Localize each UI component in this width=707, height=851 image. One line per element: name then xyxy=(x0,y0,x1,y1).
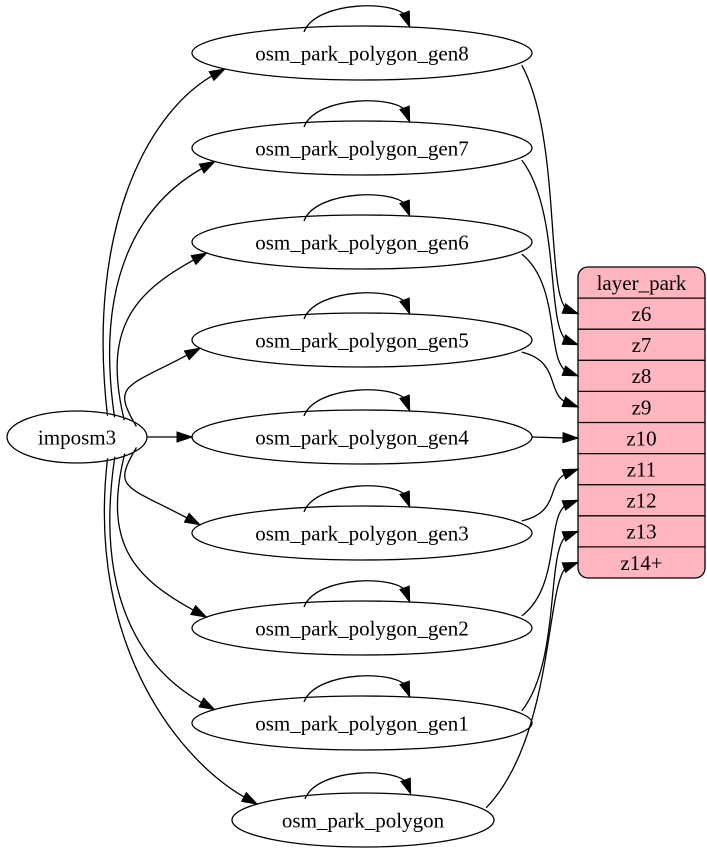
edge-osm_park_polygon_gen1-to-osm_park_polygon_gen1-arrowhead xyxy=(399,680,411,699)
node-label-osm_park_polygon_gen3: osm_park_polygon_gen3 xyxy=(255,521,468,545)
layer-table-row-z6: z6 xyxy=(632,302,652,326)
node-label-osm_park_polygon_gen8: osm_park_polygon_gen8 xyxy=(255,41,468,65)
node-label-osm_park_polygon_gen6: osm_park_polygon_gen6 xyxy=(255,230,468,254)
layer-table-row-z8: z8 xyxy=(632,364,652,388)
node-label-osm_park_polygon_gen5: osm_park_polygon_gen5 xyxy=(255,328,468,352)
edge-osm_park_polygon_gen2-to-layer_park-z12-arrowhead xyxy=(561,499,580,511)
edge-osm_park_polygon_gen7-to-osm_park_polygon_gen7-arrowhead xyxy=(399,105,411,124)
edge-osm_park_polygon_gen2-to-osm_park_polygon_gen2 xyxy=(303,580,407,608)
edge-osm_park_polygon_gen2-to-layer_park-z12 xyxy=(521,503,569,617)
edge-osm_park_polygon_gen8-to-osm_park_polygon_gen8-arrowhead xyxy=(399,10,411,29)
edge-osm_park_polygon_gen7-to-layer_park-z7 xyxy=(521,159,569,342)
edge-osm_park_polygon_gen1-to-osm_park_polygon_gen1 xyxy=(303,675,407,703)
edge-imposm3-to-osm_park_polygon_gen5-arrowhead xyxy=(183,347,202,361)
edge-imposm3-to-osm_park_polygon xyxy=(103,458,249,800)
node-label-osm_park_polygon_gen2: osm_park_polygon_gen2 xyxy=(255,616,468,640)
node-ellipse-osm_park_polygon xyxy=(231,792,495,848)
node-label-osm_park_polygon: osm_park_polygon xyxy=(282,808,445,832)
edge-osm_park_polygon_gen5-to-layer_park-z9-arrowhead xyxy=(561,396,580,408)
edge-osm_park_polygon_gen5-to-osm_park_polygon_gen5 xyxy=(303,292,407,320)
edge-imposm3-to-osm_park_polygon_gen1-arrowhead xyxy=(198,697,217,711)
edge-imposm3-to-osm_park_polygon_gen7-arrowhead xyxy=(198,160,217,174)
node-ellipse-osm_park_polygon_gen1 xyxy=(191,695,533,751)
edge-imposm3-to-osm_park_polygon-arrowhead xyxy=(240,791,259,805)
edge-osm_park_polygon_gen3-to-layer_park-z11 xyxy=(521,471,569,522)
edge-imposm3-to-osm_park_polygon_gen2 xyxy=(116,453,198,613)
node-label-osm_park_polygon_gen1: osm_park_polygon_gen1 xyxy=(255,711,468,735)
edge-osm_park_polygon_gen6-to-osm_park_polygon_gen6-arrowhead xyxy=(399,199,411,218)
edge-osm_park_polygon_gen5-to-layer_park-z9 xyxy=(521,351,569,405)
node-label-osm_park_polygon_gen7: osm_park_polygon_gen7 xyxy=(255,136,468,160)
edge-imposm3-to-osm_park_polygon_gen7 xyxy=(108,165,207,418)
edge-imposm3-to-osm_park_polygon_gen8-arrowhead xyxy=(208,68,227,82)
edge-imposm3-to-osm_park_polygon_gen5 xyxy=(124,352,192,427)
edge-osm_park_polygon-to-osm_park_polygon-arrowhead xyxy=(400,777,412,796)
layer-table-row-z10: z10 xyxy=(626,426,656,450)
edge-osm_park_polygon_gen1-to-layer_park-z13 xyxy=(521,534,569,712)
edge-imposm3-to-osm_park_polygon_gen3-arrowhead xyxy=(183,512,202,526)
layer-table-row-z11: z11 xyxy=(627,458,657,482)
edge-osm_park_polygon_gen2-to-osm_park_polygon_gen2-arrowhead xyxy=(399,585,411,604)
layer-table-title: layer_park xyxy=(597,271,687,295)
edge-osm_park_polygon_gen3-to-osm_park_polygon_gen3-arrowhead xyxy=(399,490,411,509)
edge-imposm3-to-osm_park_polygon_gen3 xyxy=(124,447,192,521)
node-ellipse-osm_park_polygon_gen7 xyxy=(191,120,533,176)
layer-table-row-z14+: z14+ xyxy=(620,551,662,575)
edge-osm_park_polygon_gen4-to-osm_park_polygon_gen4-arrowhead xyxy=(399,394,411,413)
edge-osm_park_polygon_gen4-to-layer_park-z10 xyxy=(531,436,568,439)
node-ellipse-osm_park_polygon_gen5 xyxy=(191,312,533,368)
edge-osm_park_polygon_gen4-to-layer_park-z10-arrowhead xyxy=(562,432,580,444)
node-label-imposm3: imposm3 xyxy=(38,425,116,449)
edge-osm_park_polygon_gen6-to-layer_park-z8-arrowhead xyxy=(561,365,580,377)
node-label-osm_park_polygon_gen4: osm_park_polygon_gen4 xyxy=(255,425,469,449)
edge-osm_park_polygon-to-layer_park-z14+-arrowhead xyxy=(561,561,580,574)
edge-osm_park_polygon_gen8-to-osm_park_polygon_gen8 xyxy=(303,5,407,33)
edge-osm_park_polygon_gen8-to-layer_park-z6 xyxy=(521,64,569,311)
edge-osm_park_polygon_gen1-to-layer_park-z13-arrowhead xyxy=(561,530,580,542)
edge-imposm3-to-osm_park_polygon_gen6 xyxy=(116,257,199,421)
layer-table-row-z13: z13 xyxy=(626,520,656,544)
edge-osm_park_polygon-to-layer_park-z14+ xyxy=(485,565,569,809)
edge-imposm3-to-osm_park_polygon_gen6-arrowhead xyxy=(190,252,209,266)
edge-osm_park_polygon_gen3-to-osm_park_polygon_gen3 xyxy=(303,485,407,513)
edge-osm_park_polygon-to-osm_park_polygon xyxy=(304,772,408,800)
edge-imposm3-to-osm_park_polygon_gen1 xyxy=(109,456,207,706)
layer-table-row-z7: z7 xyxy=(632,333,652,357)
edge-osm_park_polygon_gen6-to-osm_park_polygon_gen6 xyxy=(303,194,407,222)
layer-table-row-z12: z12 xyxy=(626,489,656,513)
edge-imposm3-to-osm_park_polygon_gen2-arrowhead xyxy=(190,604,208,618)
edge-osm_park_polygon_gen6-to-layer_park-z8 xyxy=(521,253,569,374)
node-ellipse-osm_park_polygon_gen3 xyxy=(191,505,533,561)
node-ellipse-osm_park_polygon_gen2 xyxy=(191,600,533,656)
edge-imposm3-to-osm_park_polygon_gen8 xyxy=(102,73,217,416)
edge-osm_park_polygon_gen7-to-layer_park-z7-arrowhead xyxy=(561,334,580,346)
edge-osm_park_polygon_gen5-to-osm_park_polygon_gen5-arrowhead xyxy=(399,297,411,316)
node-ellipse-osm_park_polygon_gen6 xyxy=(191,214,533,270)
edge-osm_park_polygon_gen8-to-layer_park-z6-arrowhead xyxy=(561,303,580,315)
layer-table-row-z9: z9 xyxy=(632,395,652,419)
edge-osm_park_polygon_gen3-to-layer_park-z11-arrowhead xyxy=(561,468,580,480)
node-ellipse-osm_park_polygon_gen8 xyxy=(191,25,533,81)
edge-osm_park_polygon_gen7-to-osm_park_polygon_gen7 xyxy=(303,100,407,128)
edge-osm_park_polygon_gen4-to-osm_park_polygon_gen4 xyxy=(303,389,407,417)
edge-imposm3-to-osm_park_polygon_gen4-arrowhead xyxy=(176,431,194,443)
